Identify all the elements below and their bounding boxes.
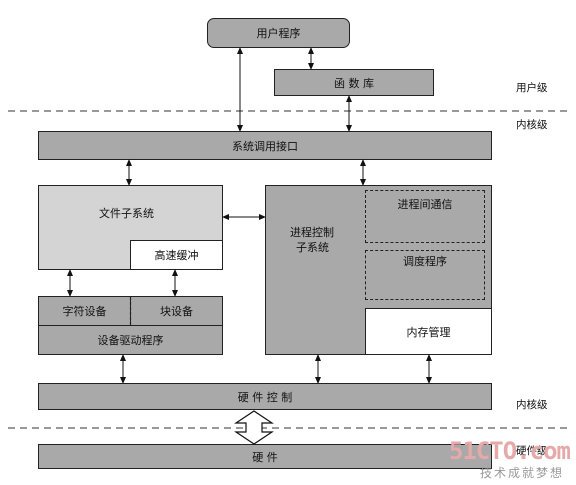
watermark-logo: 51CTO.com: [448, 437, 571, 465]
kernel-level-label-bottom: 内核级: [516, 399, 548, 411]
function-library-box: 函 数 库: [274, 69, 434, 96]
watermark-slogan: 技术成就梦想: [479, 466, 564, 480]
device-driver-box: 设备驱动程序: [38, 325, 223, 355]
hardware-double-arrow: [234, 410, 274, 445]
process-control-label-line2: 子系统: [296, 241, 329, 254]
hardware-level-label: 硬件级: [516, 445, 548, 457]
scheduler-label: 调度程序: [403, 255, 447, 268]
user-program-box: 用户程序: [207, 18, 350, 48]
ipc-label: 进程间通信: [397, 198, 453, 211]
char-device-box: 字符设备: [38, 296, 131, 326]
hardware-box: 硬 件: [38, 444, 492, 469]
process-control-label-line1: 进程控制: [290, 226, 334, 239]
kernel-level-label-top: 内核级: [516, 119, 548, 131]
user-level-label: 用户级: [516, 82, 548, 94]
ipc-box: 进程间通信: [365, 190, 485, 243]
hardware-control-box: 硬 件 控 制: [38, 383, 492, 410]
buffer-cache-box: 高速缓冲: [130, 240, 223, 270]
system-call-interface-box: 系统调用接口: [38, 131, 492, 160]
file-subsystem-label: 文件子系统: [99, 207, 154, 220]
scheduler-box: 调度程序: [365, 250, 485, 300]
